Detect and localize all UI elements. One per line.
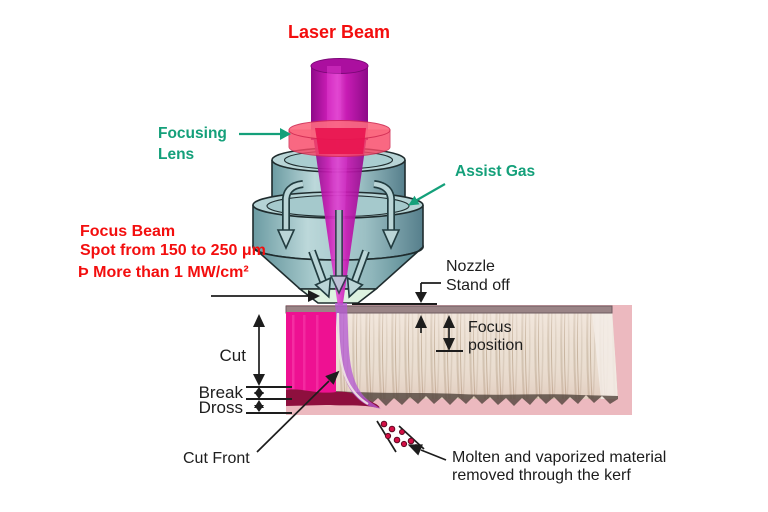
focusing-lens-label-line1: Focusing — [158, 125, 227, 142]
dross-label: Dross — [199, 398, 243, 417]
nozzle-standoff-label-line1: Nozzle — [446, 258, 495, 275]
flow-arrowhead — [329, 275, 349, 295]
droplet — [399, 429, 405, 435]
flow-arrowhead — [314, 276, 332, 299]
cut-surface-shade — [336, 309, 618, 399]
cut-surface-right-highlight — [592, 309, 618, 399]
beam-top — [310, 58, 369, 74]
cut-front-label: Cut Front — [183, 450, 250, 467]
kerf-beam — [335, 303, 381, 409]
break-label: Break — [199, 383, 244, 402]
molten-leader — [420, 449, 447, 461]
focus-position-label-line2: position — [468, 337, 523, 354]
cut-face-sheen — [316, 315, 319, 395]
standoff-bracket — [420, 282, 441, 293]
focus-position-label-line1: Focus — [468, 319, 512, 336]
cut-face-sheen — [303, 315, 306, 395]
cut-front-edge — [336, 312, 369, 405]
droplet — [380, 420, 388, 428]
droplet — [400, 440, 408, 448]
dross-band — [286, 389, 380, 408]
focus-beam-label-line2: Spot from 150 to 250 μm — [80, 242, 266, 259]
lens-beam-overlap — [315, 128, 366, 154]
flow-arrowhead — [346, 276, 364, 299]
droplet — [384, 432, 392, 440]
assist-gas-label: Assist Gas — [455, 163, 535, 180]
workpiece-photo — [285, 303, 632, 415]
diagram-title: Laser Beam — [288, 22, 390, 42]
cut-face-magenta — [286, 312, 336, 399]
flow-arrowhead — [381, 229, 401, 250]
molten-label-line2: removed through the kerf — [452, 467, 631, 484]
bottom-rough-edge — [336, 391, 618, 406]
droplet — [407, 437, 415, 445]
droplet — [388, 425, 396, 433]
focus-beam-label-line3: Þ More than 1 MW/cm² — [78, 264, 249, 281]
nozzle-standoff-label-line2: Stand off — [446, 277, 510, 294]
cut-front-leader — [256, 380, 330, 453]
cut-label: Cut — [220, 346, 247, 365]
flow-arrowhead — [276, 229, 296, 250]
focusing-lens — [288, 120, 391, 157]
assist-gas-arrows — [276, 180, 401, 299]
annotations — [211, 128, 463, 461]
assist-gas-arrow — [416, 183, 446, 201]
molten-label-line1: Molten and vaporized material — [452, 449, 666, 466]
focusing-lens-label-line2: Lens — [158, 146, 194, 163]
cut-face-sheen — [292, 315, 295, 395]
droplet — [393, 436, 401, 444]
focus-beam-label-line1: Focus Beam — [80, 223, 175, 240]
workpiece-top-edge — [285, 305, 613, 314]
